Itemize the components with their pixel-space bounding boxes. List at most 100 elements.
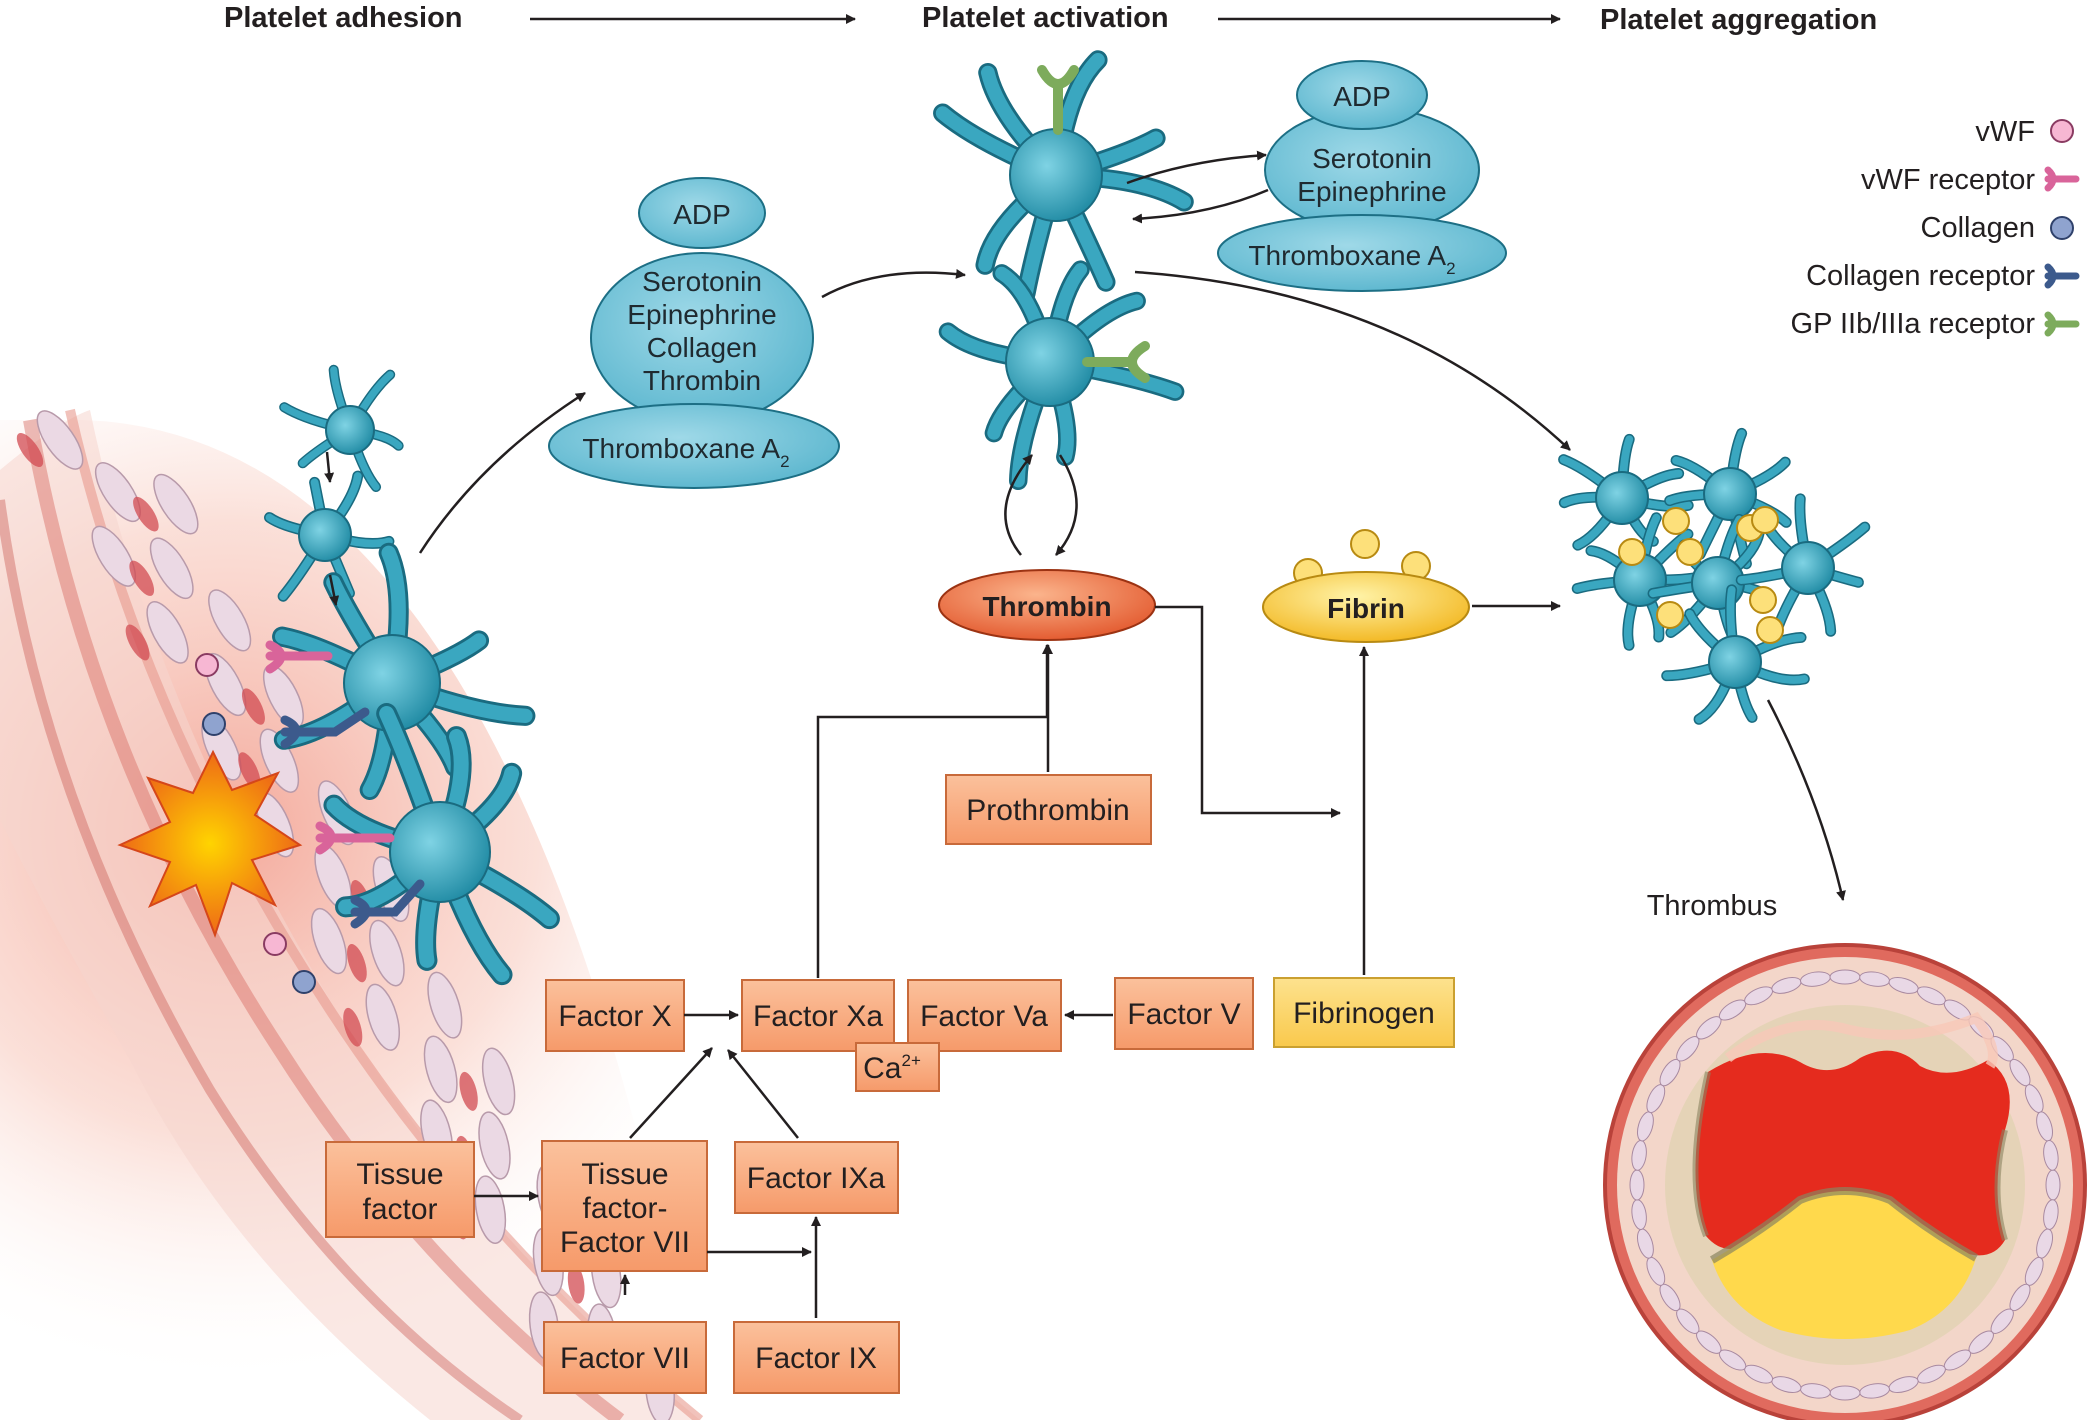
legend: vWF vWF receptor Collagen Collagen recep… [1791,116,2080,340]
fibrin-bridge-dot [1656,601,1684,629]
tf-vii-label-1: Tissue [581,1158,668,1191]
fibrin-bridge-dot [1756,616,1784,644]
endothelial-cell [208,589,252,652]
tf-vii-label-3: Factor VII [560,1226,690,1259]
red-cell [125,624,150,661]
gp-receptor-top [1037,65,1079,135]
endothelial-cell [36,410,84,470]
gp-iib-iiia-receptor-icon [2044,311,2080,337]
factor-va-box [907,979,1062,1052]
stage-title-activation: Platelet activation [922,2,1169,34]
mediator-left-epinephrine: Epinephrine [627,299,776,330]
endothelial-cell [423,1035,458,1104]
platelet [264,470,395,602]
arrow-activation-to-aggregation [1134,270,1571,451]
red-cell [343,1007,363,1047]
mediator-left-collagen: Collagen [647,332,758,363]
wall-cell [2043,1140,2059,1171]
factor-vii-label: Factor VII [560,1342,690,1375]
factor-ixa-label: Factor IXa [747,1162,886,1195]
pathway-arrows [324,150,1846,1318]
endothelial-cell [427,971,463,1039]
mediator-left-thromboxane: Thromboxane A2 [582,433,789,471]
tf-vii-label-2: factor- [582,1192,667,1225]
endothelial-cell [478,1111,511,1180]
fibrin-bridge-dot [1749,586,1777,614]
endothelial-cell [91,525,137,587]
factor-ixa-box [734,1141,899,1214]
vwf-receptor [265,640,333,674]
thrombin-node [938,569,1156,641]
fibrin-label: Fibrin [1327,593,1405,624]
tissue-factor-label-2: factor [362,1193,437,1226]
endothelial-cell [369,919,405,987]
factor-va-label: Factor Va [920,1000,1048,1033]
collagen-receptor-icon [2044,263,2080,289]
arrow-adhesion-to-mediators [418,391,586,554]
endothelial-cell [365,983,401,1051]
collagen-dot-icon [2050,216,2074,240]
fibrin-bridges [1618,506,1784,644]
calcium-label: Ca2+ [863,1051,921,1085]
collagen-dot [292,970,316,994]
factor-ix-box [733,1321,900,1394]
collagen-receptor [280,707,370,749]
mediator-left-adp: ADP [673,199,731,230]
vwf-receptor-icon [2044,166,2080,192]
factor-ix-label: Factor IX [755,1342,877,1375]
mediator-left-serotonin: Serotonin [642,266,762,297]
arrow-platelet-to-thrombin [1055,454,1078,556]
thrombus-cross-section [1603,943,2087,1420]
fibrinogen-box [1273,977,1455,1048]
vessel-injury-burst [117,749,303,939]
factor-boxes: Prothrombin Fibrinogen Factor X Factor X… [325,774,1455,1394]
wall-cell [2045,1169,2061,1201]
factor-x-box [545,979,685,1052]
factor-vii-box [543,1321,707,1394]
endothelial-cell [149,537,194,600]
legend-label-collagen: Collagen [1921,212,2035,244]
red-cell [567,1263,585,1304]
fibrin-node: Fibrin [1262,529,1470,643]
factor-xa-box [741,979,895,1052]
platelet [323,703,560,986]
endothelial-cell [94,462,141,523]
arrow-thrombin-to-fibrinogen [1155,605,1341,818]
vwf-dot [195,653,219,677]
gp-receptor-side [1082,341,1150,383]
mediator-right-thromboxane: Thromboxane A2 [1248,240,1455,278]
red-cell [129,560,155,596]
fibrinogen-label: Fibrinogen [1293,997,1435,1030]
tissue-factor-label-1: Tissue [356,1158,443,1191]
endothelial-cell [481,1047,516,1116]
arrow-tfvii-to-xa [629,1047,713,1139]
thrombin-label: Thrombin [982,591,1111,622]
vessel-wall [0,408,704,1420]
platelet [1735,493,1871,637]
arrow-aggregation-to-thrombus [1766,699,1846,901]
factor-v-label: Factor V [1127,998,1240,1031]
red-cell [238,752,261,790]
legend-label-gp-receptor: GP IIb/IIIa receptor [1791,308,2036,340]
fibrin-bridge-dot [1751,506,1779,534]
prothrombin-box [945,774,1152,845]
calcium-box [855,1042,940,1092]
collagen-receptor [350,879,425,929]
stage-title-adhesion: Platelet adhesion [224,2,463,34]
endothelial-cell [310,907,348,975]
endothelial-cell [474,1175,507,1244]
red-cell [16,432,44,468]
arrow-thrombin-to-platelet [1004,454,1033,556]
fibrin-bridge-dot [1618,538,1646,566]
mediators-left: ADP Serotonin Epinephrine Collagen Throm… [548,177,840,489]
collagen-dot [202,712,226,736]
red-cell [241,688,265,725]
tissue-factor-box [325,1141,475,1238]
vwf-dot-icon [2050,119,2074,143]
wall-cell [1829,1385,1861,1401]
endothelial-cell [146,601,189,664]
wall-cell [1629,1169,1645,1201]
factor-xa-label: Factor Xa [753,1000,883,1033]
